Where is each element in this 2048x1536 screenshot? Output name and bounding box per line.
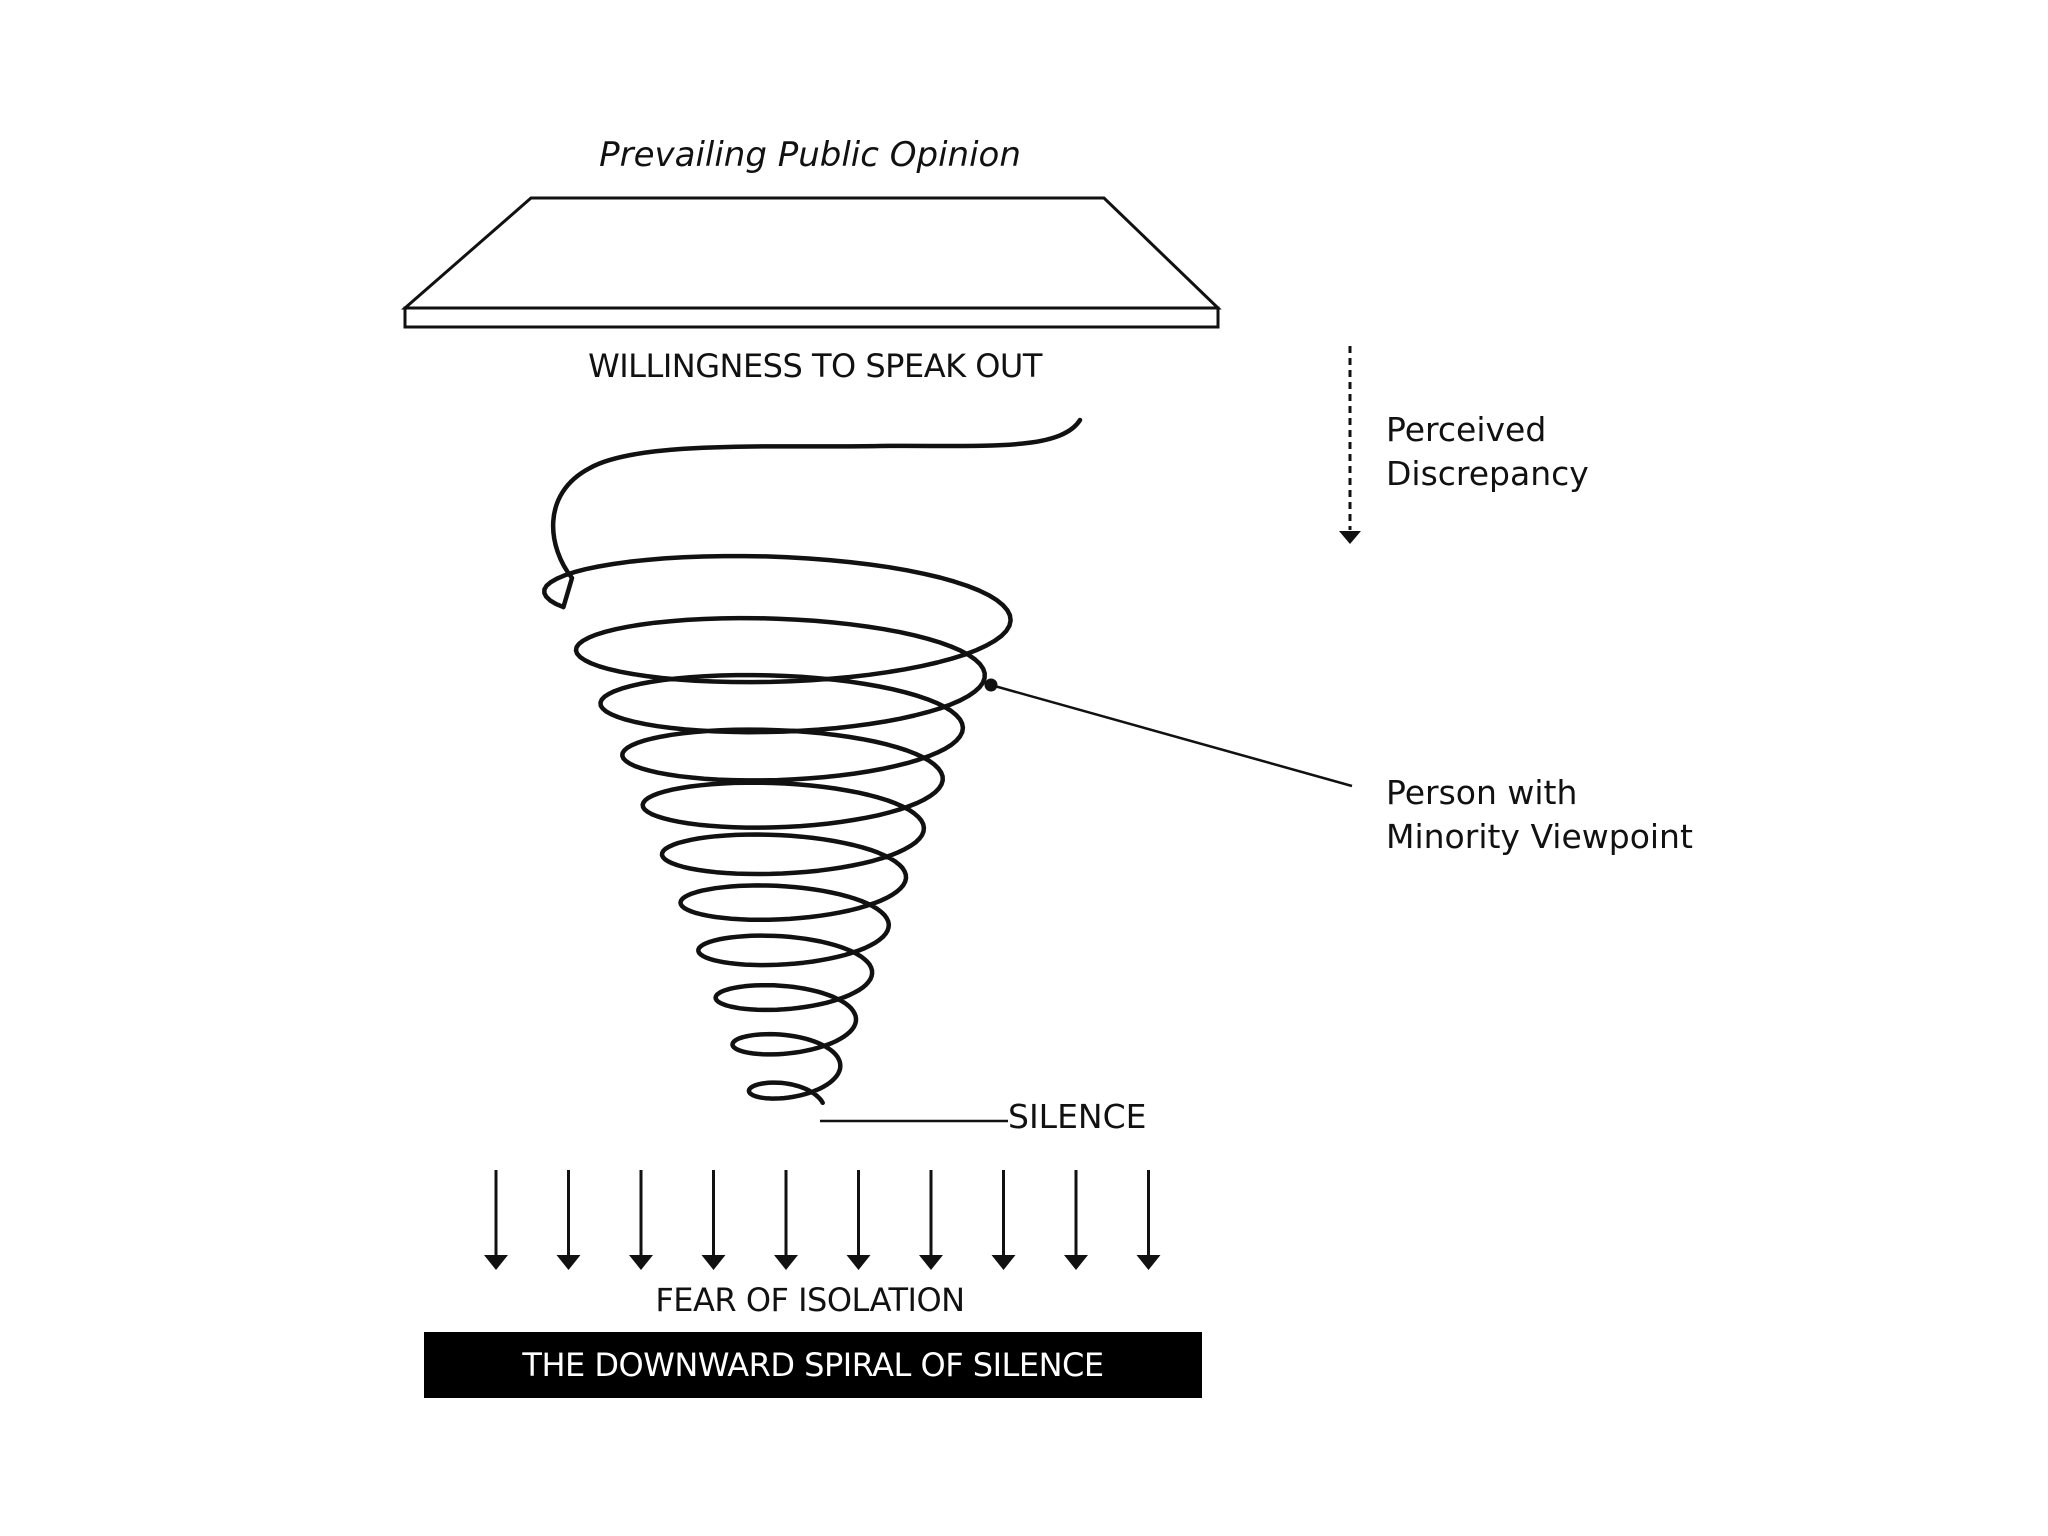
perceived-discrepancy-label: Perceived Discrepancy xyxy=(1386,408,1589,496)
fear-arrow-head xyxy=(846,1255,871,1270)
fear-arrow xyxy=(919,1170,943,1270)
person-label-line-2: Minority Viewpoint xyxy=(1386,817,1693,856)
fear-arrow xyxy=(774,1170,798,1270)
fear-arrow xyxy=(629,1170,653,1270)
fear-arrow-head xyxy=(991,1255,1016,1270)
fear-arrow xyxy=(701,1170,726,1270)
person-label-line-1: Person with xyxy=(1386,773,1578,812)
person-with-minority-viewpoint-label: Person with Minority Viewpoint xyxy=(1386,771,1693,859)
person-pointer xyxy=(984,678,1353,788)
downward-spiral-banner: THE DOWNWARD SPIRAL OF SILENCE xyxy=(424,1332,1202,1398)
perceived-discrepancy-arrow xyxy=(1339,346,1361,544)
fear-arrow xyxy=(1064,1170,1088,1270)
downward-spiral xyxy=(542,417,1083,1106)
public-opinion-platform xyxy=(401,196,1222,329)
fear-arrow xyxy=(484,1170,508,1270)
willingness-to-speak-out-label: WILLINGNESS TO SPEAK OUT xyxy=(588,347,1042,385)
fear-of-isolation-arrows xyxy=(484,1170,1161,1270)
fear-arrow-head xyxy=(919,1255,943,1270)
fear-arrow xyxy=(846,1170,871,1270)
perceived-line-2: Discrepancy xyxy=(1386,454,1589,493)
fear-arrow-head xyxy=(629,1255,653,1270)
fear-arrow xyxy=(556,1170,581,1270)
fear-arrow-head xyxy=(484,1255,508,1270)
fear-arrow-head xyxy=(701,1255,726,1270)
fear-of-isolation-label: FEAR OF ISOLATION xyxy=(655,1281,965,1319)
fear-arrow-head xyxy=(774,1255,798,1270)
fear-arrow-head xyxy=(556,1255,581,1270)
person-leader-line xyxy=(990,683,1353,788)
platform-top xyxy=(401,196,1222,310)
fear-arrow xyxy=(1136,1170,1161,1270)
perceived-line-1: Perceived xyxy=(1386,410,1547,449)
silence-label: SILENCE xyxy=(1008,1097,1147,1136)
platform-edge xyxy=(403,306,1220,329)
prevailing-public-opinion-title: Prevailing Public Opinion xyxy=(599,135,1021,175)
fear-arrow-head xyxy=(1136,1255,1161,1270)
fear-arrow-head xyxy=(1064,1255,1088,1270)
fear-arrow xyxy=(991,1170,1016,1270)
